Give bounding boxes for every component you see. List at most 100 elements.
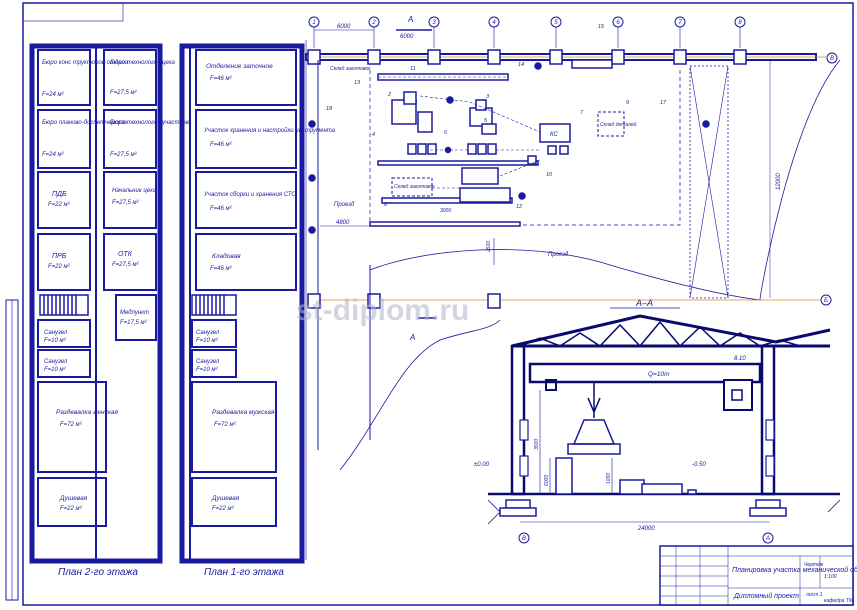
room-2-7 — [37, 381, 107, 473]
svg-text:15: 15 — [598, 24, 605, 30]
crane-capacity: Q=10т — [648, 371, 670, 378]
svg-text:6000: 6000 — [337, 24, 351, 30]
svg-text:Проезд: Проезд — [334, 202, 355, 208]
svg-text:6: 6 — [616, 20, 620, 26]
room-1-6 — [191, 349, 237, 378]
svg-text:В: В — [830, 56, 834, 62]
room-1-5 — [191, 319, 237, 348]
svg-text:2: 2 — [387, 92, 391, 98]
conveyor-low — [369, 221, 521, 227]
roof-truss — [511, 314, 831, 348]
svg-text:Бюро конс трукторов отдела: Бюро конс трукторов отдела — [42, 60, 129, 66]
svg-text:Начальник цеха: Начальник цеха — [112, 188, 157, 194]
svg-text:ПРБ: ПРБ — [52, 253, 67, 260]
svg-text:Бюро технологов цеха: Бюро технологов цеха — [110, 60, 176, 66]
room-1-4 — [195, 233, 297, 291]
svg-text:F=46 м²: F=46 м² — [210, 266, 233, 272]
room-1-3 — [195, 171, 297, 229]
room-1-1 — [195, 49, 297, 106]
room-2-r2 — [103, 109, 157, 169]
svg-text:Отделение заточное: Отделение заточное — [206, 62, 273, 70]
warehouse-parts — [597, 111, 625, 137]
crane-runway — [689, 65, 729, 299]
plan-1-title: План 1-го этажа — [204, 567, 284, 578]
svg-text:3: 3 — [486, 94, 490, 100]
svg-text:Бюро технологов участков: Бюро технологов участков — [110, 120, 189, 126]
section-title: А–А — [635, 298, 653, 308]
svg-text:8.10: 8.10 — [734, 356, 746, 362]
robot-symbols — [308, 62, 710, 234]
svg-text:F=22 м²: F=22 м² — [48, 202, 71, 208]
crane-cabin — [723, 379, 753, 411]
svg-text:17: 17 — [660, 100, 667, 106]
svg-text:F=27,5 м²: F=27,5 м² — [112, 262, 140, 268]
svg-text:А: А — [765, 536, 770, 542]
svg-text:2: 2 — [371, 20, 376, 26]
svg-text:5: 5 — [484, 118, 488, 124]
room-2-r4 — [103, 233, 157, 291]
svg-text:18: 18 — [326, 106, 333, 112]
svg-text:8: 8 — [384, 202, 388, 208]
svg-text:3: 3 — [432, 20, 436, 26]
svg-text:-0.50: -0.50 — [692, 462, 706, 468]
room-2-8 — [37, 477, 107, 527]
drawing-title: Планировка участка механической обработк… — [732, 566, 857, 574]
svg-text:4: 4 — [492, 20, 496, 26]
svg-text:F=17,5 м²: F=17,5 м² — [120, 320, 148, 326]
svg-text:В: В — [522, 536, 526, 542]
room-1-2 — [195, 109, 297, 169]
room-2-5 — [37, 319, 91, 348]
svg-text:Душевая: Душевая — [59, 495, 88, 502]
svg-text:ОТК: ОТК — [118, 251, 133, 258]
svg-text:12000: 12000 — [776, 173, 782, 190]
svg-text:3000: 3000 — [440, 208, 451, 214]
svg-text:Раздевалка мужская: Раздевалка мужская — [212, 408, 275, 416]
room-2-3 — [37, 171, 91, 229]
shop-layout: 1 2 3 4 5 6 7 8 6000 А 6000 В — [305, 15, 841, 560]
room-2-4 — [37, 233, 91, 291]
svg-text:6000: 6000 — [400, 34, 414, 40]
break-line — [369, 59, 841, 301]
svg-text:Санузел: Санузел — [44, 330, 68, 336]
svg-text:F=10 м²: F=10 м² — [44, 338, 67, 344]
corner-stamp — [22, 2, 124, 22]
section-span: 24000 — [637, 526, 655, 532]
axis-bubble-b — [820, 294, 832, 306]
svg-text:F=27,5 м²: F=27,5 м² — [112, 200, 140, 206]
svg-text:Б: Б — [824, 298, 828, 304]
svg-text:F=72 м²: F=72 м² — [60, 422, 83, 428]
svg-text:КС: КС — [550, 132, 558, 138]
svg-text:Санузел: Санузел — [44, 359, 68, 365]
svg-text:А: А — [407, 15, 413, 24]
room-2-1 — [37, 49, 91, 106]
svg-text:Санузел: Санузел — [196, 330, 220, 336]
svg-text:F=24 м²: F=24 м² — [42, 152, 65, 158]
sheet-border — [22, 2, 854, 606]
svg-text:10: 10 — [546, 172, 553, 178]
svg-text:F=10 м²: F=10 м² — [196, 367, 219, 373]
svg-text:Участок сборки и хранения СТО: Участок сборки и хранения СТО — [203, 192, 296, 198]
conveyor-8 — [381, 197, 513, 204]
room-2-6 — [37, 349, 91, 378]
svg-text:F=46 м²: F=46 м² — [210, 76, 233, 82]
svg-text:6000: 6000 — [544, 475, 550, 486]
room-1-7 — [191, 381, 277, 473]
svg-text:7: 7 — [678, 20, 682, 26]
room-2-r3 — [103, 171, 157, 229]
svg-text:1: 1 — [312, 20, 315, 26]
svg-text:F=46 м²: F=46 м² — [210, 142, 233, 148]
plan-2-title: План 2-го этажа — [58, 567, 138, 578]
svg-text:ПДБ: ПДБ — [52, 191, 67, 198]
svg-text:Склад заготовок: Склад заготовок — [330, 66, 371, 72]
conveyor-10 — [377, 160, 539, 166]
stair-1 — [191, 294, 237, 316]
svg-text:F=22 м²: F=22 м² — [48, 264, 71, 270]
svg-text:3500: 3500 — [534, 439, 540, 450]
section-a-a: А–А Q=10т 8.10 ±0.00 -0.50 — [474, 298, 841, 544]
svg-text:4: 4 — [372, 132, 375, 138]
room-2-r5 — [115, 294, 157, 341]
svg-text:Санузел: Санузел — [196, 359, 220, 365]
svg-text:Участок хранения и настройки и: Участок хранения и настройки инструмента — [203, 127, 336, 134]
svg-text:Медпункт: Медпункт — [120, 310, 149, 316]
plan-2nd-floor: Бюро конс трукторов отдела F=24 м² Бюро … — [29, 43, 189, 578]
